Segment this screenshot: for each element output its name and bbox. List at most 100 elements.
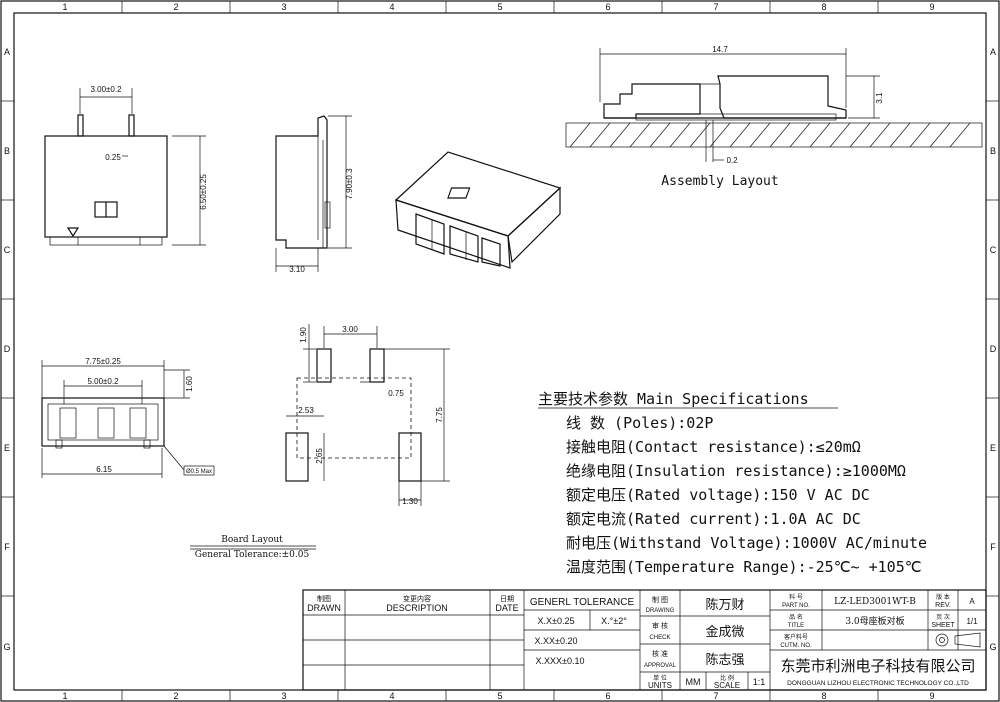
tb-approval-name: 陈志强: [705, 652, 744, 668]
spec-line: 额定电流(Rated current):1.0A AC DC: [566, 510, 861, 528]
tb-rev-en: REV.: [935, 602, 951, 609]
spec-line: 线 数 (Poles):02P: [566, 414, 713, 432]
col-label: 9: [929, 691, 934, 701]
tb-partno-val: LZ-LED3001WT-B: [834, 597, 916, 607]
tb-date-en: DATE: [495, 603, 518, 613]
row-label: E: [990, 443, 996, 453]
row-label: E: [4, 443, 10, 453]
dim-assy-height: 3.1: [875, 92, 884, 104]
tb-cust-en: CUTM. NO.: [780, 643, 812, 649]
dim-pad-pitch: 3.00: [342, 325, 358, 334]
tolerance-label: General Tolerance:±0.05: [195, 550, 310, 560]
row-label: B: [4, 146, 10, 156]
tb-tol1: X.X±0.25: [538, 616, 575, 626]
row-label: A: [4, 47, 10, 57]
row-label: F: [4, 542, 10, 552]
dim-top-bottom: 6.15: [96, 465, 112, 474]
front-view: 3.00±0.2 0.25 6.50±0.25: [44, 85, 208, 246]
dim-top-height: 1.60: [185, 376, 194, 392]
title-block: 制图 DRAWN 变更内容 DESCRIPTION 日期 DATE GENERL…: [302, 589, 987, 691]
tb-drawn-cn: 制图: [317, 594, 331, 603]
projection-symbol: [935, 632, 981, 648]
tb-check-en: CHECK: [649, 635, 670, 641]
specifications: 主要技术参数 Main Specifications 线 数 (Poles):0…: [538, 390, 927, 576]
tb-drawing-name: 陈万财: [705, 597, 744, 613]
row-label: B: [990, 146, 996, 156]
tb-sheet-cn: 页 次: [936, 613, 950, 621]
dim-pad-height: 1.90: [299, 327, 308, 343]
col-label: 5: [497, 691, 502, 701]
tb-title-en: TITLE: [788, 623, 804, 629]
dim-pad-total: 7.75: [435, 407, 444, 423]
top-view: 7.75±0.25 5.00±0.2 1.60 6.15 Ø0.5 Max: [41, 357, 215, 478]
tb-scale-en: SCALE: [714, 681, 740, 690]
row-label: C: [4, 245, 11, 255]
col-label: 8: [821, 691, 826, 701]
dim-pad-offset: 2.53: [298, 406, 314, 415]
col-label: 7: [713, 2, 718, 12]
tb-drawing-cn: 制 图: [652, 595, 668, 604]
dim-front-pitch: 3.00±0.2: [90, 85, 122, 94]
tb-company-cn: 东莞市利洲电子科技有限公司: [780, 657, 975, 675]
spec-line: 温度范围(Temperature Range):-25℃~ +105℃: [566, 558, 922, 576]
dim-front-pin: 0.25: [105, 153, 121, 162]
spec-title: 主要技术参数 Main Specifications: [538, 390, 809, 408]
tb-tol2: X.XX±0.20: [535, 636, 578, 646]
tb-rev-val: A: [969, 597, 975, 606]
row-labels: A B C D E F G A B C D E F G: [3, 47, 996, 652]
col-label: 3: [281, 691, 286, 701]
tb-sheet-en: SHEET: [931, 622, 955, 629]
column-labels: 1 2 3 4 5 6 7 8 9 1 2 3 4 5 6 7 8 9: [62, 2, 934, 701]
tb-units-val: MM: [686, 677, 701, 687]
dim-assy-length: 14.7: [712, 45, 728, 54]
dim-pad-length: 2.65: [315, 448, 324, 464]
tb-drawing-en: DRAWING: [646, 608, 675, 614]
dim-side-height: 7.90±0.3: [345, 168, 354, 200]
dim-assy-gap: 0.2: [726, 156, 738, 165]
col-label: 2: [173, 691, 178, 701]
tb-check-name: 金成微: [705, 624, 744, 640]
row-label: C: [990, 245, 997, 255]
tb-title-val: 3.0母座板对板: [845, 615, 904, 627]
col-label: 4: [389, 691, 394, 701]
row-label: A: [990, 47, 996, 57]
spec-line: 绝缘电阻(Insulation resistance):≥1000MΩ: [566, 462, 906, 480]
tb-units-en: UNITS: [648, 681, 672, 690]
tb-drawn-en: DRAWN: [307, 603, 341, 613]
iso-view: [394, 151, 562, 269]
tb-scale-cn: 比 例: [720, 674, 734, 682]
tb-cust-cn: 客户料号: [784, 633, 808, 641]
assembly-view: 14.7 3.1 0.2 Assembly Layout: [565, 45, 983, 189]
col-label: 7: [713, 691, 718, 701]
tb-tol3: X.XXX±0.10: [536, 656, 585, 666]
row-label: G: [989, 642, 996, 652]
spec-line: 接触电阻(Contact resistance):≤20mΩ: [566, 438, 861, 456]
board-layout: 1.90 3.00 0.75 2.53 7.75 2.65 1.30 Board…: [190, 324, 450, 560]
dim-top-pitch: 5.00±0.2: [87, 377, 119, 386]
tb-tol1b: X.°±2°: [601, 616, 627, 626]
tb-rev-cn: 版 本: [936, 593, 950, 601]
top-tag: Ø0.5 Max: [186, 469, 212, 475]
col-label: 6: [605, 2, 610, 12]
spec-line: 额定电压(Rated voltage):150 V AC DC: [566, 486, 870, 504]
row-label: G: [3, 642, 10, 652]
col-label: 2: [173, 2, 178, 12]
inner-border: [13, 12, 987, 691]
dim-side-width: 3.10: [289, 265, 305, 274]
col-label: 9: [929, 2, 934, 12]
col-label: 3: [281, 2, 286, 12]
side-view: 3.10 7.90±0.3: [275, 115, 354, 274]
tb-scale-val: 1:1: [753, 677, 766, 687]
col-label: 1: [62, 2, 67, 12]
col-label: 4: [389, 2, 394, 12]
row-label: D: [4, 344, 11, 354]
assembly-label: Assembly Layout: [661, 174, 778, 189]
dim-pad-gap: 0.75: [388, 389, 404, 398]
col-label: 1: [62, 691, 67, 701]
tb-desc-cn: 变更内容: [403, 594, 431, 603]
tb-gen-tol: GENERL TOLERANCE: [530, 597, 635, 608]
dim-top-width: 7.75±0.25: [85, 357, 121, 366]
tb-approval-en: APPROVAL: [644, 663, 677, 669]
